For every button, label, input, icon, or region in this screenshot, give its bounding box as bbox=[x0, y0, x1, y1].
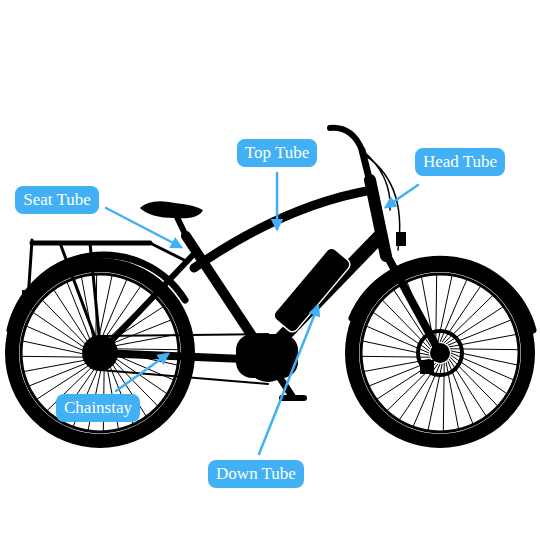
part-label: Head Tube bbox=[415, 148, 505, 176]
part-label: Down Tube bbox=[208, 460, 304, 488]
spoke bbox=[23, 341, 89, 355]
saddle bbox=[140, 201, 203, 218]
tail-light bbox=[22, 290, 32, 310]
spoke bbox=[82, 277, 94, 344]
head-tube bbox=[370, 180, 386, 256]
top-tube bbox=[194, 190, 372, 268]
front-rim bbox=[361, 274, 519, 432]
chainring bbox=[246, 338, 290, 382]
rack-strut bbox=[28, 240, 188, 345]
leader-arrow bbox=[259, 306, 318, 454]
front-tire bbox=[352, 265, 528, 441]
part-label: Top Tube bbox=[237, 139, 317, 167]
cable bbox=[360, 150, 400, 250]
spoke bbox=[24, 359, 91, 371]
front-disc bbox=[418, 331, 462, 375]
leader-arrow bbox=[386, 185, 418, 207]
fork bbox=[384, 250, 440, 353]
seatstay bbox=[100, 256, 192, 353]
brake-caliper bbox=[420, 360, 434, 374]
rear-cassette bbox=[82, 335, 118, 371]
handlebar bbox=[330, 128, 362, 150]
part-label: Seat Tube bbox=[15, 186, 99, 214]
down-tube bbox=[270, 236, 380, 350]
headlight bbox=[396, 232, 406, 246]
pedal bbox=[282, 395, 304, 401]
front-fender bbox=[352, 259, 533, 330]
part-label: Chainstay bbox=[56, 394, 140, 422]
leader-arrow bbox=[106, 208, 181, 247]
spoke bbox=[22, 356, 90, 358]
leader-arrow bbox=[276, 173, 279, 229]
leader-arrow bbox=[116, 354, 168, 391]
